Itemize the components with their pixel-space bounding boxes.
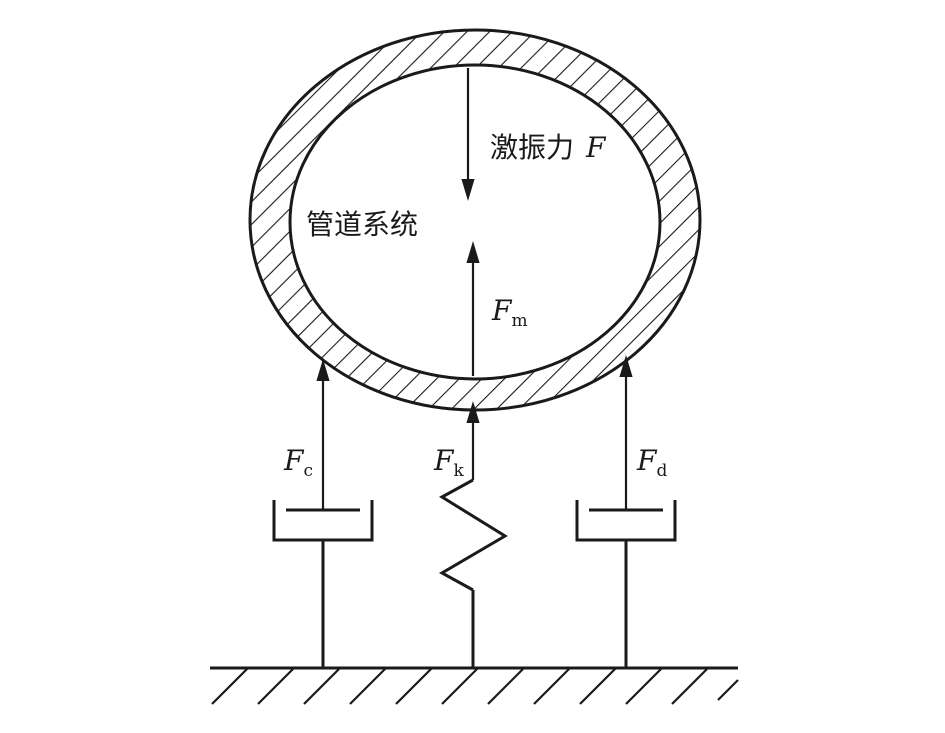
left-damper — [272, 359, 374, 668]
fk-label: Fk — [433, 444, 464, 481]
ground-hatching — [211, 667, 739, 705]
pipe-system-label: 管道系统 — [306, 208, 418, 241]
excitation-force-label: 激振力 F — [490, 131, 607, 164]
fm-label: Fm — [491, 294, 528, 331]
right-damper — [575, 355, 677, 668]
fc-label: Fc — [283, 444, 313, 481]
spring — [438, 401, 508, 668]
fd-label: Fd — [636, 444, 667, 481]
pipe-inner-edge — [288, 63, 662, 381]
